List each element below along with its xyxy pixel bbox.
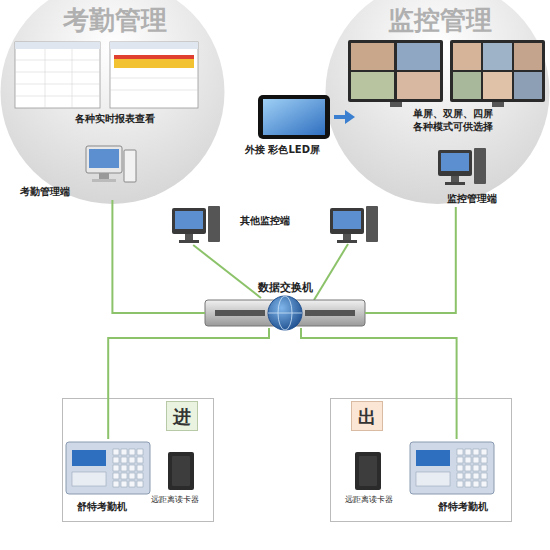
node-label: 考勤管理 — [45, 4, 185, 37]
node-label: 远距离读卡器 — [345, 495, 407, 505]
node-label: 监控管理端 — [447, 193, 515, 206]
node-label: 数据交换机 — [235, 281, 335, 295]
led-screen: 外接 彩色LED屏 — [245, 92, 345, 158]
node-label: 其他监控端 — [240, 215, 300, 228]
entry-zone: 进舒特考勤机远距离读卡器 — [62, 398, 214, 522]
network-switch — [205, 296, 365, 330]
node-label: 考勤管理端 — [20, 186, 90, 199]
network-link — [365, 207, 456, 313]
computer-icon — [172, 206, 220, 243]
node-label: 舒特考勤机 — [438, 501, 498, 514]
network-link — [112, 200, 205, 313]
computer-icon — [330, 206, 378, 243]
node-note: 单屏、双屏、四屏 各种模式可供选择 — [413, 108, 505, 133]
network-wire — [314, 244, 348, 300]
data-switch: 数据交换机 — [205, 298, 365, 328]
node-label: 舒特考勤机 — [77, 501, 149, 514]
exit-zone: 出远距离读卡器舒特考勤机 — [330, 398, 512, 522]
card-reader: 远距离读卡器 — [151, 449, 213, 509]
attendance-machine: 舒特考勤机 — [406, 439, 498, 517]
node-label: 出 — [351, 401, 383, 431]
management-circle: 监控管理单屏、双屏、四屏 各种模式可供选择监控管理端 — [325, 0, 550, 210]
node-label: 进 — [166, 401, 198, 431]
network-link — [193, 245, 261, 298]
computer-terminal: 考勤管理端 — [20, 138, 140, 200]
computer-terminal: 监控管理端 — [435, 145, 515, 207]
node-label: 外接 彩色LED屏 — [245, 144, 345, 157]
management-circle: 考勤管理各种实时报表查看考勤管理端 — [0, 0, 225, 210]
node-label: 监控管理 — [370, 4, 510, 37]
node-note: 各种实时报表查看 — [40, 113, 190, 126]
card-reader: 远距离读卡器 — [341, 449, 403, 509]
node-label: 远距离读卡器 — [151, 495, 213, 505]
attendance-machine: 舒特考勤机 — [65, 439, 155, 517]
computer-terminal: 其他监控端 — [172, 205, 290, 245]
